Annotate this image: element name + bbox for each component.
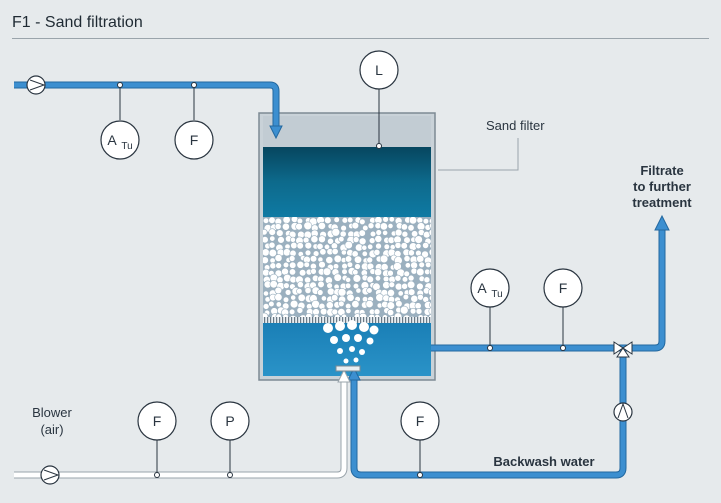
supernatant-water <box>263 147 431 217</box>
filtrate-label-line1: Filtrate <box>640 163 683 178</box>
air-pressure-gauge: P <box>210 401 250 441</box>
sand-grains <box>263 217 431 317</box>
level-gauge-label: L <box>375 62 383 78</box>
air-bubbles <box>323 320 379 364</box>
inlet-flow-label: F <box>190 132 199 148</box>
inlet-pump <box>26 75 46 95</box>
sand-filter-label: Sand filter <box>486 118 545 133</box>
filtrate-label-line3: treatment <box>632 195 692 210</box>
backwash-pump <box>613 402 633 422</box>
title-divider <box>12 38 709 39</box>
backwash-arrow <box>347 366 361 381</box>
inlet-turbidity-gauge: A Tu <box>100 120 140 160</box>
inlet-flow-gauge: F <box>174 120 214 160</box>
outlet-pipe <box>431 214 670 352</box>
page-title: F1 - Sand filtration <box>12 14 143 31</box>
three-way-valve-icon <box>613 341 633 358</box>
filtrate-label-line2: to further <box>633 179 691 194</box>
inlet-pipe <box>14 81 283 140</box>
backwash-water-label: Backwash water <box>493 454 594 469</box>
outlet-arrow <box>654 214 670 231</box>
inlet-turbidity-sub: Tu <box>121 141 132 152</box>
blower-label-line1: Blower <box>32 405 72 420</box>
inlet-arrow <box>269 125 283 140</box>
outlet-turbidity-label: A <box>477 280 487 296</box>
air-arrow <box>337 368 351 383</box>
air-pressure-label: P <box>225 413 234 429</box>
air-pipe <box>14 368 351 479</box>
backwash-pipe <box>347 356 627 479</box>
nozzle-floor <box>263 317 431 323</box>
inlet-nozzle <box>335 365 361 372</box>
air-flow-gauge: F <box>137 401 177 441</box>
backwash-flow-gauge: F <box>400 401 440 441</box>
backwash-flow-label: F <box>416 413 425 429</box>
outlet-flow-gauge: F <box>543 268 583 308</box>
inlet-turbidity-label: A <box>107 132 117 148</box>
sand-filter-vessel <box>258 112 436 381</box>
outlet-turbidity-sub: Tu <box>491 289 502 300</box>
outlet-turbidity-gauge: A Tu <box>470 268 510 308</box>
outlet-flow-label: F <box>559 280 568 296</box>
air-flow-label: F <box>153 413 162 429</box>
blower-pump <box>40 465 60 485</box>
level-gauge: L <box>359 50 399 90</box>
blower-label-line2: (air) <box>40 422 63 437</box>
